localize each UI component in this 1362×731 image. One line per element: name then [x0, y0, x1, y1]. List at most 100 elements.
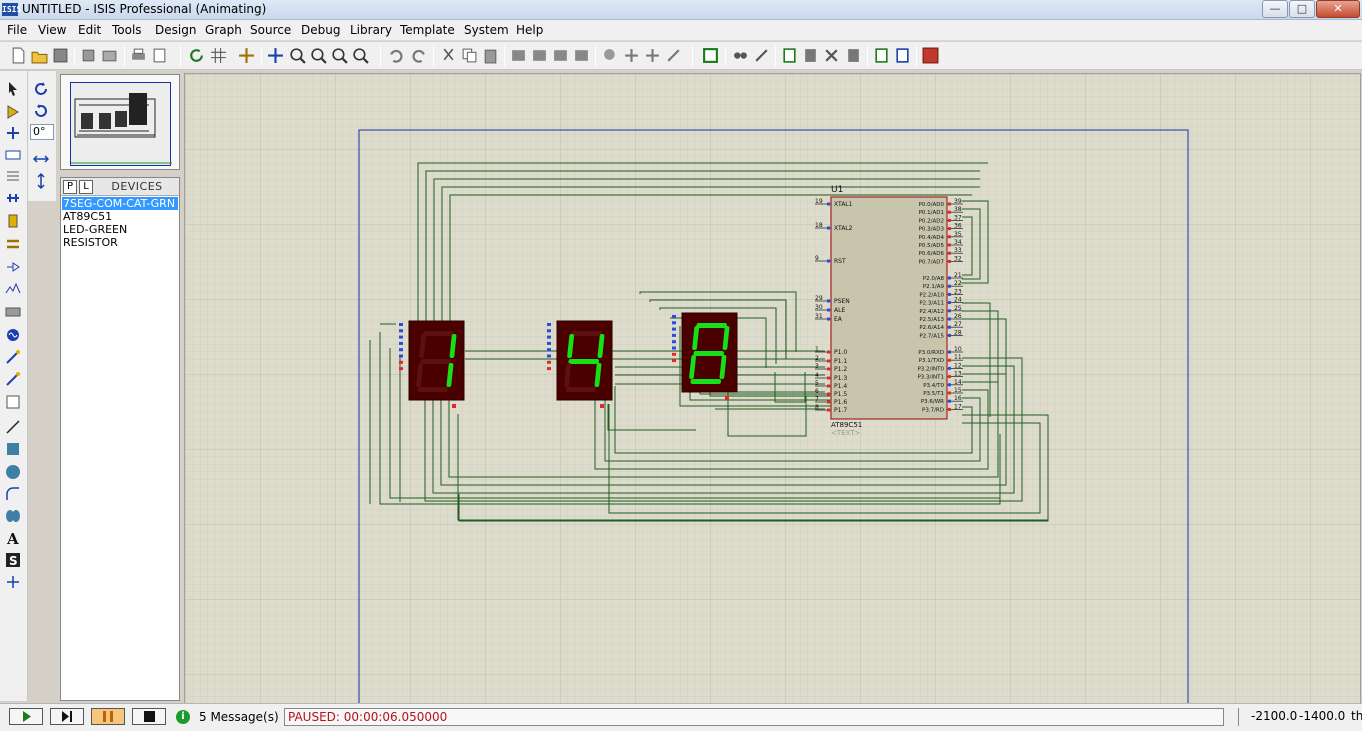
block-move-icon[interactable] [531, 47, 548, 64]
bill-of-materials-icon[interactable] [845, 47, 862, 64]
mirror-vertical-icon[interactable] [33, 173, 49, 189]
menu-debug[interactable]: Debug [301, 23, 341, 37]
menu-edit[interactable]: Edit [78, 23, 102, 37]
device-list-item[interactable]: 7SEG-COM-CAT-GRN [62, 197, 178, 210]
menu-graph[interactable]: Graph [205, 23, 242, 37]
menu-file[interactable]: File [7, 23, 28, 37]
text-tool-icon[interactable]: A [5, 530, 21, 546]
import-icon[interactable] [80, 47, 97, 64]
wire-autorouter-icon[interactable] [702, 47, 719, 64]
selection-mode-icon[interactable] [5, 81, 21, 97]
current-probe-icon[interactable] [5, 371, 21, 387]
paste-icon[interactable] [482, 47, 499, 64]
overview-window[interactable] [60, 74, 180, 170]
menu-template[interactable]: Template [400, 23, 455, 37]
wire-label-icon[interactable] [5, 147, 21, 163]
isis-app-icon[interactable]: ISIS [2, 3, 22, 16]
rotate-anticlockwise-icon[interactable] [33, 103, 49, 119]
zoom-all-icon[interactable] [331, 47, 348, 64]
text-script-icon[interactable] [5, 168, 21, 184]
menu-view[interactable]: View [38, 23, 67, 37]
pick-device-icon[interactable] [602, 47, 619, 64]
device-pins-icon[interactable] [5, 259, 21, 275]
terminals-icon[interactable] [5, 236, 21, 252]
save-icon[interactable] [52, 47, 69, 64]
zoom-out-icon[interactable] [310, 47, 327, 64]
close-button[interactable]: ✕ [1316, 0, 1360, 18]
origin-icon[interactable] [238, 47, 255, 64]
packaging-tool-icon[interactable] [644, 47, 661, 64]
marker-tool-icon[interactable] [5, 574, 21, 590]
junction-dot-icon[interactable] [5, 125, 21, 141]
maximize-button[interactable]: □ [1289, 0, 1315, 18]
chip-pin-number: 36 [954, 223, 962, 230]
block-delete-icon[interactable] [573, 47, 590, 64]
rotation-angle-input[interactable]: 0° [30, 124, 54, 140]
search-tag-icon[interactable] [732, 47, 749, 64]
graph-mode-icon[interactable] [5, 281, 21, 297]
device-list-item[interactable]: AT89C51 [63, 210, 113, 223]
tape-recorder-icon[interactable] [5, 304, 21, 320]
voltage-probe-icon[interactable] [5, 349, 21, 365]
display-pin [547, 341, 551, 345]
line-tool-icon[interactable] [5, 419, 21, 435]
generator-icon[interactable] [5, 327, 21, 343]
copy-icon[interactable] [461, 47, 478, 64]
netlist-transfer-icon[interactable] [894, 47, 911, 64]
subcircuit-icon[interactable] [5, 213, 21, 229]
menu-design[interactable]: Design [155, 23, 197, 37]
pause-button[interactable] [91, 708, 125, 725]
menu-system[interactable]: System [464, 23, 509, 37]
menu-library[interactable]: Library [350, 23, 392, 37]
play-button[interactable] [9, 708, 43, 725]
pick-devices-tab[interactable]: P [63, 180, 77, 194]
info-icon[interactable]: i [176, 710, 190, 724]
minimize-button[interactable]: — [1262, 0, 1288, 18]
stop-button[interactable] [132, 708, 166, 725]
refresh-icon[interactable] [188, 47, 205, 64]
display-pin [672, 346, 676, 350]
print-icon[interactable] [130, 47, 147, 64]
virtual-instruments-icon[interactable] [5, 394, 21, 410]
open-folder-icon[interactable] [31, 47, 48, 64]
block-copy-icon[interactable] [510, 47, 527, 64]
device-list-item[interactable]: LED-GREEN [63, 223, 128, 236]
menu-help[interactable]: Help [516, 23, 544, 37]
remove-sheet-icon[interactable] [802, 47, 819, 64]
menu-source[interactable]: Source [250, 23, 292, 37]
new-sheet-icon[interactable] [781, 47, 798, 64]
zoom-area-icon[interactable] [352, 47, 369, 64]
rotate-clockwise-icon[interactable] [33, 81, 49, 97]
buses-icon[interactable] [5, 190, 21, 206]
print-area-icon[interactable] [151, 47, 168, 64]
mirror-horizontal-icon[interactable] [33, 151, 49, 167]
redo-icon[interactable] [410, 47, 427, 64]
box-tool-icon[interactable] [5, 441, 21, 457]
step-button[interactable] [50, 708, 84, 725]
symbol-tool-icon[interactable]: S [5, 552, 21, 568]
exit-to-parent-icon[interactable] [823, 47, 840, 64]
export-icon[interactable] [101, 47, 118, 64]
device-list-item[interactable]: RESISTOR [63, 236, 118, 249]
make-device-icon[interactable] [623, 47, 640, 64]
block-rotate-icon[interactable] [552, 47, 569, 64]
zoom-in-icon[interactable] [289, 47, 306, 64]
arc-tool-icon[interactable] [5, 486, 21, 502]
path-tool-icon[interactable] [5, 508, 21, 524]
library-manager-tab[interactable]: L [79, 180, 93, 194]
property-tool-icon[interactable] [753, 47, 770, 64]
ares-icon[interactable] [922, 47, 939, 64]
electrical-rules-check-icon[interactable] [873, 47, 890, 64]
menu-tools[interactable]: Tools [112, 23, 142, 37]
cut-icon[interactable] [440, 47, 457, 64]
component-mode-icon[interactable] [5, 104, 21, 120]
grid-toggle-icon[interactable] [210, 47, 227, 64]
new-file-icon[interactable] [10, 47, 27, 64]
message-count[interactable]: 5 Message(s) [199, 710, 279, 724]
schematic-canvas[interactable]: 148 U1AT89C51<TEXT>19XTAL118XTAL29RST29P… [184, 73, 1361, 704]
undo-icon[interactable] [388, 47, 405, 64]
pan-icon[interactable] [267, 47, 284, 64]
circle-tool-icon[interactable] [5, 464, 21, 480]
decompose-icon[interactable] [665, 47, 682, 64]
